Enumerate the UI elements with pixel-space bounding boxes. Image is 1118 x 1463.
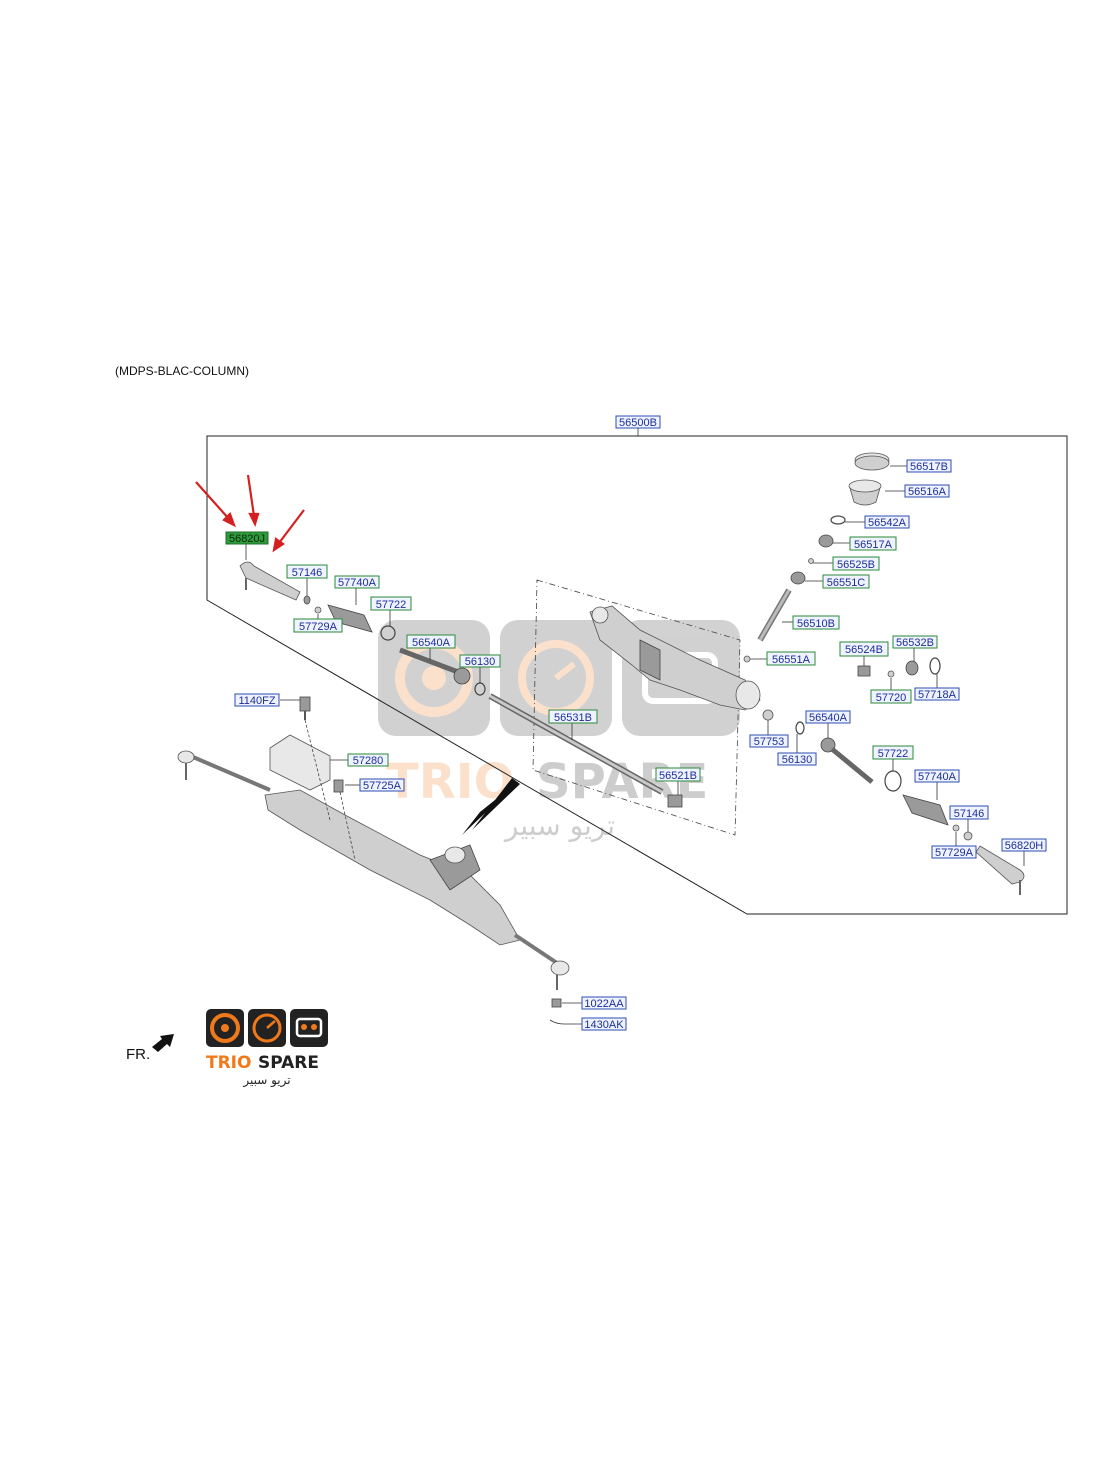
label-56540A-left[interactable]: 56540A <box>412 637 451 649</box>
label-56521B[interactable]: 56521B <box>659 770 697 782</box>
leader-lines <box>245 465 1025 1025</box>
label-56500B[interactable]: 56500B <box>619 417 657 429</box>
label-57722-right[interactable]: 57722 <box>878 748 909 760</box>
rack-assembly <box>177 696 570 1025</box>
watermark-brand-right: SPARE <box>536 754 708 810</box>
label-57740A-right[interactable]: 57740A <box>918 771 957 783</box>
diagram-caption: (MDPS-BLAC-COLUMN) <box>115 364 250 378</box>
front-indicator: FR. <box>126 1034 174 1063</box>
watermark-arabic: تريو سبير <box>503 809 615 842</box>
label-56540A-right[interactable]: 56540A <box>809 712 848 724</box>
label-56532B[interactable]: 56532B <box>896 637 934 649</box>
front-arrow-icon <box>152 1034 174 1052</box>
label-57280[interactable]: 57280 <box>353 755 384 767</box>
part-labels: 56517B 56516A 56542A 56517A 56525B 56551… <box>225 459 1047 1031</box>
label-57729A-left[interactable]: 57729A <box>299 621 338 633</box>
label-1140FZ[interactable]: 1140FZ <box>238 695 275 707</box>
label-57753[interactable]: 57753 <box>754 736 785 748</box>
label-57722-left[interactable]: 57722 <box>376 599 407 611</box>
label-57146-left[interactable]: 57146 <box>292 567 323 579</box>
label-56516A[interactable]: 56516A <box>908 486 947 498</box>
watermark-brand-left: TRIO <box>386 754 514 810</box>
label-57720[interactable]: 57720 <box>876 692 907 704</box>
logo-arabic: تريو سبير <box>242 1073 290 1088</box>
label-56517B[interactable]: 56517B <box>910 461 948 473</box>
upper-parts <box>743 452 941 678</box>
assembly-frame: 56500B <box>206 415 1068 915</box>
logo-brand-right: SPARE <box>258 1053 319 1073</box>
right-inner-parts <box>795 721 1025 895</box>
label-57718A[interactable]: 57718A <box>918 689 957 701</box>
label-56130-right[interactable]: 56130 <box>782 754 813 766</box>
logo-brand-left: TRIO <box>206 1053 251 1073</box>
label-1430AK[interactable]: 1430AK <box>584 1019 624 1031</box>
label-56510B[interactable]: 56510B <box>797 618 835 630</box>
left-inner-parts <box>239 561 774 808</box>
label-56531B[interactable]: 56531B <box>554 712 592 724</box>
rack-housing <box>589 605 761 711</box>
label-56820J[interactable]: 56820J <box>229 533 265 545</box>
label-56525B[interactable]: 56525B <box>837 559 875 571</box>
dashed-subframe <box>532 579 741 836</box>
highlight-arrows <box>195 474 305 553</box>
label-57725A[interactable]: 57725A <box>363 780 402 792</box>
brand-logo: TRIO SPARE تريو سبير <box>206 1009 328 1088</box>
label-1022AA[interactable]: 1022AA <box>584 998 624 1010</box>
label-57146-right[interactable]: 57146 <box>954 808 985 820</box>
label-57740A-left[interactable]: 57740A <box>338 577 377 589</box>
label-56130-left[interactable]: 56130 <box>465 656 496 668</box>
label-56542A[interactable]: 56542A <box>868 517 907 529</box>
label-56551C[interactable]: 56551C <box>827 577 866 589</box>
label-56551A[interactable]: 56551A <box>772 654 811 666</box>
label-56524B[interactable]: 56524B <box>845 644 883 656</box>
label-57729A-right[interactable]: 57729A <box>935 847 974 859</box>
label-56820H[interactable]: 56820H <box>1005 840 1044 852</box>
label-56517A[interactable]: 56517A <box>854 539 893 551</box>
front-label: FR. <box>126 1046 150 1063</box>
